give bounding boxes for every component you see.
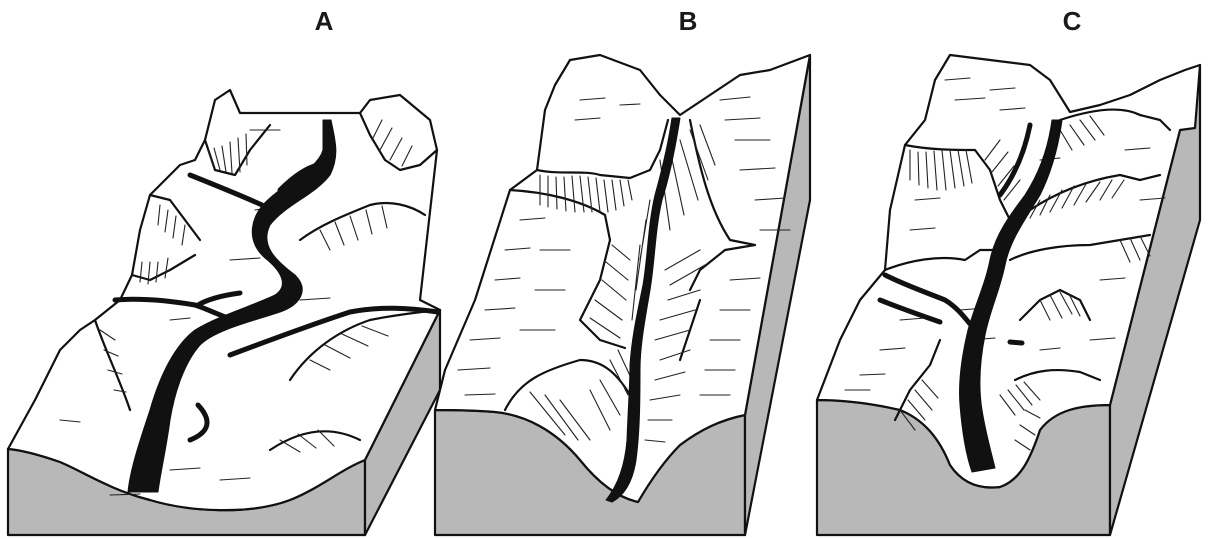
block-diagram-c [817,55,1200,535]
block-diagram-a [8,90,440,535]
short-channel-c [1010,342,1022,343]
block-diagram-b [435,55,810,535]
